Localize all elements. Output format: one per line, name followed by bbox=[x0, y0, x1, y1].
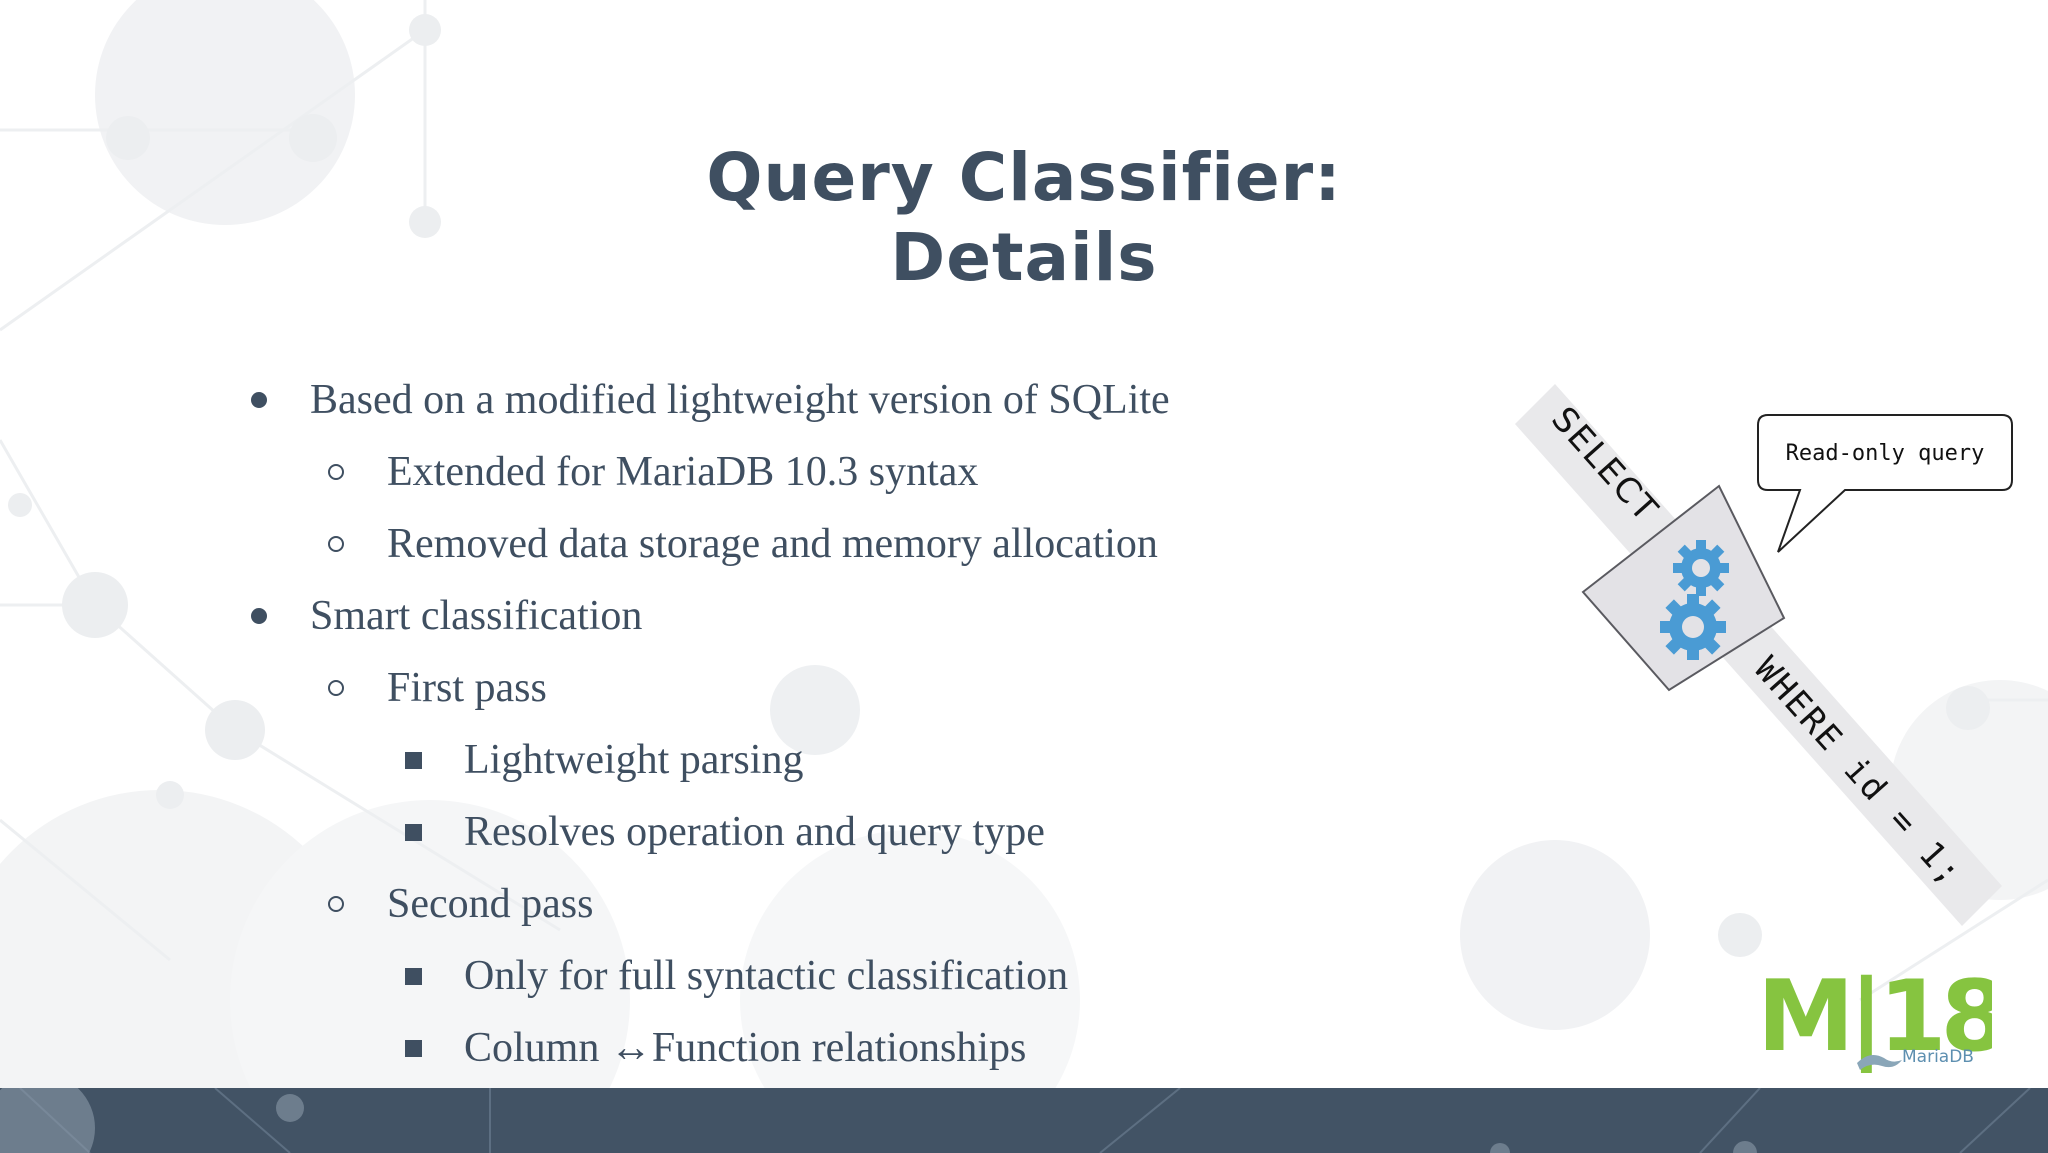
bullet-text: Based on a modified lightweight version … bbox=[310, 377, 1170, 423]
bullet-ring-icon bbox=[321, 442, 351, 502]
slide-title: Query Classifier: Details bbox=[0, 138, 2048, 298]
bullet-dot-icon bbox=[244, 370, 274, 430]
query-classifier-diagram: SELECT WHERE id = 1; bbox=[1515, 384, 2013, 926]
bullet-ring-icon bbox=[321, 658, 351, 718]
bullet-square-icon bbox=[398, 1018, 428, 1078]
bullet-text: Only for full syntactic classification bbox=[464, 953, 1069, 999]
bullet-text: Column ↔Function relationships bbox=[464, 1025, 1027, 1071]
bullet-square-icon bbox=[398, 946, 428, 1006]
bullet-ring-icon bbox=[321, 514, 351, 574]
bullet-text: Extended for MariaDB 10.3 syntax bbox=[387, 449, 979, 495]
bullet-square-icon bbox=[398, 802, 428, 862]
footer-bar bbox=[0, 1088, 2048, 1153]
slide-title-line-1: Query Classifier: bbox=[706, 139, 1342, 216]
query-pipeline-strip bbox=[1515, 384, 2002, 926]
bullet-text: Smart classification bbox=[310, 593, 643, 639]
slide-title-line-2: Details bbox=[890, 219, 1158, 296]
logo-sub-text: MariaDB bbox=[1902, 1047, 1974, 1067]
bullet-text: First pass bbox=[387, 665, 547, 711]
bullet-text: Removed data storage and memory allocati… bbox=[387, 521, 1158, 567]
gears-icon bbox=[1660, 540, 1729, 660]
bullet-square-icon bbox=[398, 730, 428, 790]
callout-text: Read-only query bbox=[1786, 441, 1985, 466]
bullet-ring-icon bbox=[321, 874, 351, 934]
where-label: WHERE id = 1; bbox=[1746, 649, 1970, 894]
speech-bubble-icon bbox=[1757, 414, 2013, 553]
bullet-dot-icon bbox=[244, 586, 274, 646]
footer-decoration bbox=[0, 1088, 2031, 1153]
bullet-text: Resolves operation and query type bbox=[464, 809, 1045, 855]
bullet-text: Lightweight parsing bbox=[464, 737, 804, 783]
bullet-text: Second pass bbox=[387, 881, 594, 927]
m18-mariadb-logo: M|18 MariaDB bbox=[1757, 960, 1992, 1074]
seal-icon bbox=[1857, 1054, 1902, 1070]
